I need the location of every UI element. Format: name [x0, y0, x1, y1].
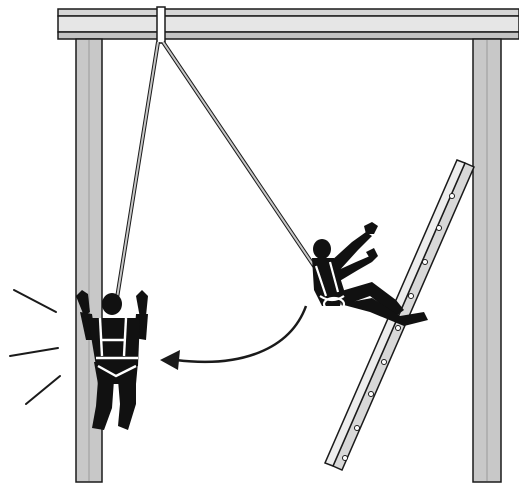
- lanyard-fall-icon: [163, 42, 318, 272]
- impact-lines-icon: [10, 290, 60, 404]
- lanyard-impact-icon: [117, 42, 158, 298]
- right-column-icon: [473, 39, 501, 482]
- anchor-icon: [157, 7, 165, 43]
- ladder-icon: [325, 160, 474, 470]
- beam-icon: [58, 9, 519, 39]
- swing-arrow-icon: [160, 306, 306, 370]
